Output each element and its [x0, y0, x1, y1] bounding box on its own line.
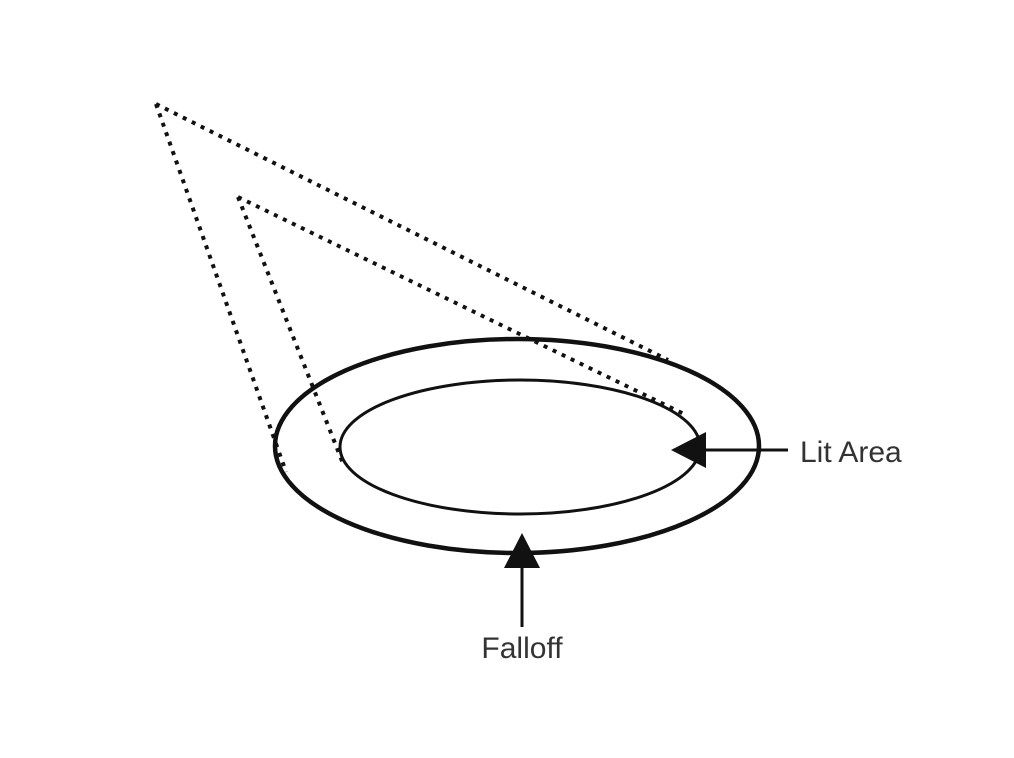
inner-cone-right-edge — [237, 195, 685, 416]
falloff-arrow — [504, 533, 540, 627]
outer-cone — [154, 102, 669, 473]
falloff-arrowhead — [504, 533, 540, 568]
lit-area-label: Lit Area — [800, 436, 902, 469]
lit-area-arrow — [671, 432, 788, 468]
inner-cone-left-edge — [236, 196, 346, 467]
lit-area-arrowhead — [671, 432, 706, 468]
lit-area-ellipse — [338, 378, 702, 516]
inner-cone — [236, 195, 685, 467]
falloff-label: Falloff — [481, 632, 563, 665]
